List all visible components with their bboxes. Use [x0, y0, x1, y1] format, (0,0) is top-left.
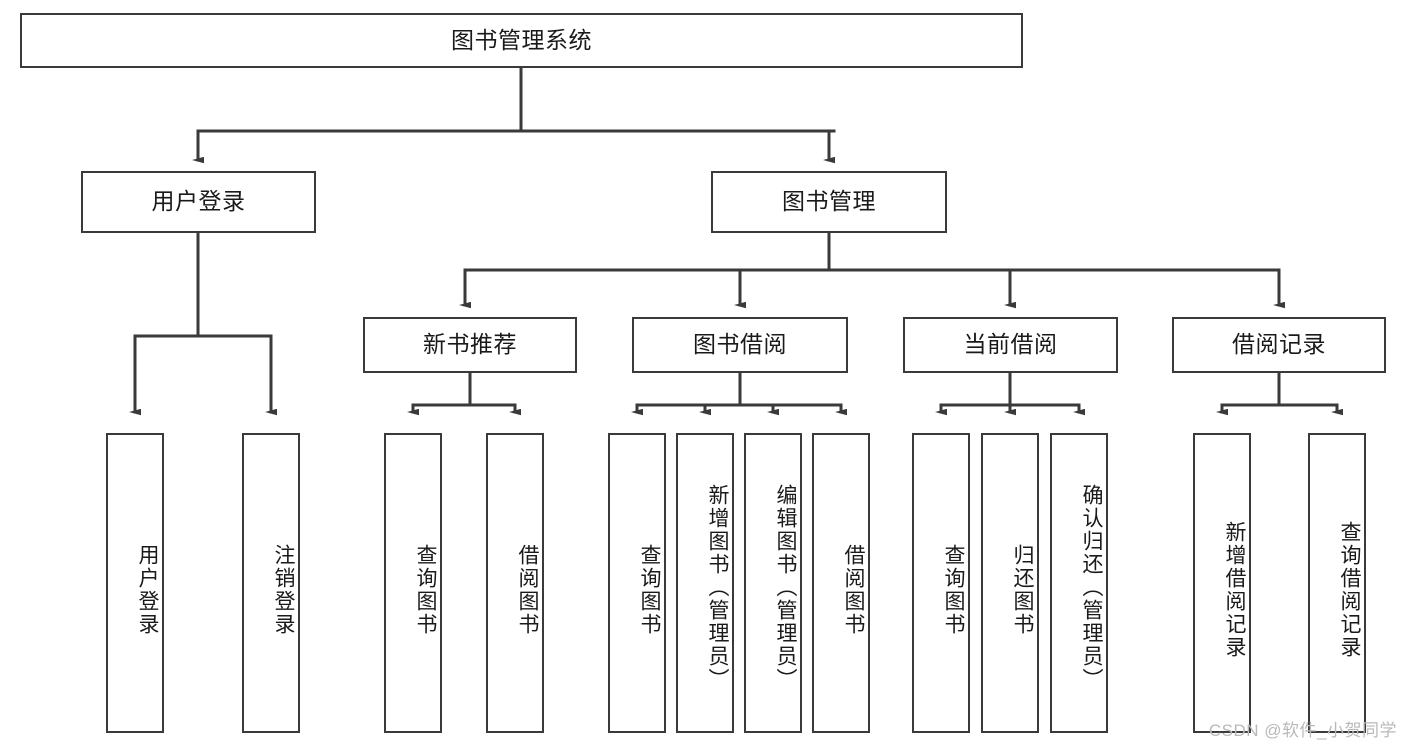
node-leaf-borrow-book-2[interactable]: 借阅图书 [812, 433, 870, 733]
node-borrow-record-label: 借阅记录 [1232, 331, 1326, 358]
node-leaf-edit-book[interactable]: 编辑图书（管理员） [744, 433, 802, 733]
node-leaf-user-login-label: 用户登录 [136, 544, 159, 636]
node-leaf-edit-book-label: 编辑图书（管理员） [774, 483, 797, 691]
csdn-watermark: CSDN @软件_小贺同学 [1208, 721, 1397, 740]
node-new-book-rec[interactable]: 新书推荐 [363, 317, 577, 373]
node-leaf-query-book-1-label: 查询图书 [414, 544, 437, 636]
node-leaf-borrow-book-2-label: 借阅图书 [842, 544, 865, 636]
node-book-borrow[interactable]: 图书借阅 [632, 317, 848, 373]
node-current-borrow[interactable]: 当前借阅 [903, 317, 1118, 373]
node-leaf-query-book-1[interactable]: 查询图书 [384, 433, 442, 733]
node-borrow-record[interactable]: 借阅记录 [1172, 317, 1386, 373]
node-leaf-add-record[interactable]: 新增借阅记录 [1193, 433, 1251, 733]
node-leaf-add-record-label: 新增借阅记录 [1223, 521, 1246, 659]
node-leaf-borrow-book-1-label: 借阅图书 [516, 544, 539, 636]
node-leaf-query-book-3[interactable]: 查询图书 [912, 433, 970, 733]
node-user-login[interactable]: 用户登录 [81, 171, 316, 233]
node-book-manage[interactable]: 图书管理 [711, 171, 947, 233]
node-leaf-user-login[interactable]: 用户登录 [106, 433, 164, 733]
node-leaf-user-logout-label: 注销登录 [272, 544, 295, 636]
node-leaf-return-book[interactable]: 归还图书 [981, 433, 1039, 733]
node-root[interactable]: 图书管理系统 [20, 13, 1023, 68]
node-leaf-query-book-3-label: 查询图书 [942, 544, 965, 636]
node-leaf-query-book-2-label: 查询图书 [638, 544, 661, 636]
node-new-book-rec-label: 新书推荐 [423, 331, 517, 358]
node-leaf-confirm-return[interactable]: 确认归还（管理员） [1050, 433, 1108, 733]
node-leaf-query-record[interactable]: 查询借阅记录 [1308, 433, 1366, 733]
node-leaf-query-record-label: 查询借阅记录 [1338, 521, 1361, 659]
node-leaf-query-book-2[interactable]: 查询图书 [608, 433, 666, 733]
node-book-manage-label: 图书管理 [782, 188, 876, 215]
node-leaf-add-book[interactable]: 新增图书（管理员） [676, 433, 734, 733]
node-current-borrow-label: 当前借阅 [963, 331, 1058, 358]
node-leaf-user-logout[interactable]: 注销登录 [242, 433, 300, 733]
node-leaf-add-book-label: 新增图书（管理员） [706, 483, 729, 691]
node-book-borrow-label: 图书借阅 [693, 331, 787, 358]
node-root-label: 图书管理系统 [451, 26, 592, 53]
node-leaf-confirm-return-label: 确认归还（管理员） [1080, 483, 1103, 691]
node-user-login-label: 用户登录 [151, 188, 246, 215]
node-leaf-borrow-book-1[interactable]: 借阅图书 [486, 433, 544, 733]
node-leaf-return-book-label: 归还图书 [1011, 544, 1034, 636]
